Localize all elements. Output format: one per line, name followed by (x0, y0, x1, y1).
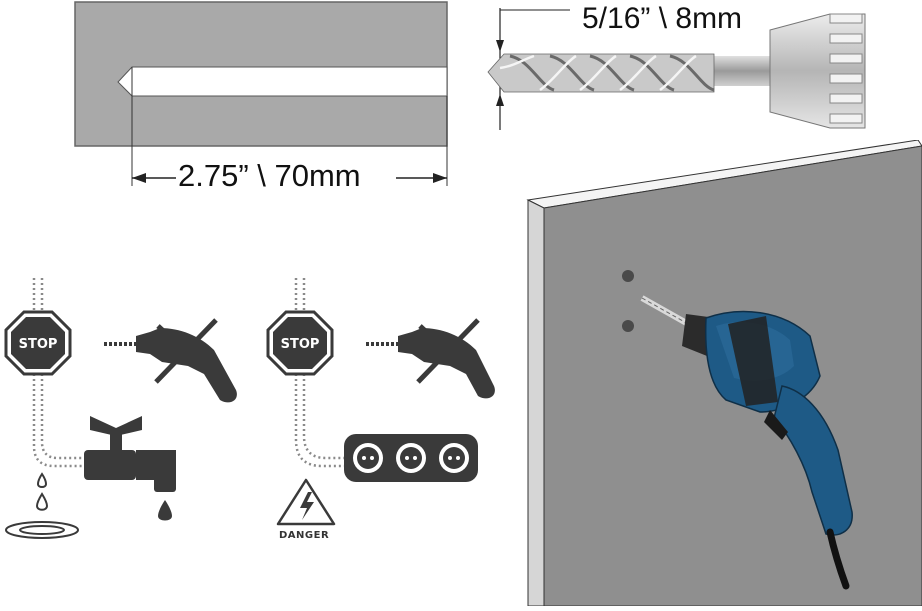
depth-arrowhead-left (132, 173, 146, 183)
water-drops-icon (5, 472, 79, 539)
water-pipe-warning: STOP (0, 270, 260, 560)
water-tap-icon (84, 416, 176, 521)
stop-sign-icon: STOP (266, 310, 334, 376)
drilled-hole (117, 66, 448, 97)
wall-drilling-illustration (520, 139, 922, 607)
hidden-cable-dotted-line (294, 278, 346, 468)
bit-diameter-label: 5/16” \ 8mm (582, 2, 743, 35)
drill-chuck (769, 13, 866, 129)
high-voltage-icon (276, 478, 336, 526)
drill-hole-mark-bottom (622, 320, 634, 332)
drill-bit-diagram: 5/16” \ 8mm (470, 0, 922, 140)
depth-arrowhead-right (433, 173, 447, 183)
wall-socket-icon (344, 434, 478, 482)
wall-drill (640, 295, 853, 590)
stop-label: STOP (281, 337, 320, 352)
no-drill-cross-b (416, 318, 480, 384)
hole-depth-diagram: 2.75” \ 70mm (0, 0, 460, 200)
diameter-arrowhead-bottom (496, 94, 504, 106)
wall-side-edge (527, 199, 545, 607)
chuck-jaws (829, 13, 863, 124)
hidden-pipe-dotted-line (32, 278, 84, 468)
hole-depth-label: 2.75” \ 70mm (178, 158, 361, 193)
bit-fluted-body (487, 53, 715, 93)
no-drill-cross-b (154, 318, 218, 384)
drill-hole-mark-top (622, 270, 634, 282)
water-puddle (5, 521, 79, 539)
stop-sign-icon: STOP (4, 310, 72, 376)
diameter-arrowhead-top (496, 40, 504, 52)
electric-cable-warning: STOP DANGER (262, 270, 502, 560)
no-drill-icon (366, 318, 495, 399)
danger-label: DANGER (279, 530, 330, 541)
no-drill-icon (104, 318, 237, 403)
stop-label: STOP (19, 337, 58, 352)
